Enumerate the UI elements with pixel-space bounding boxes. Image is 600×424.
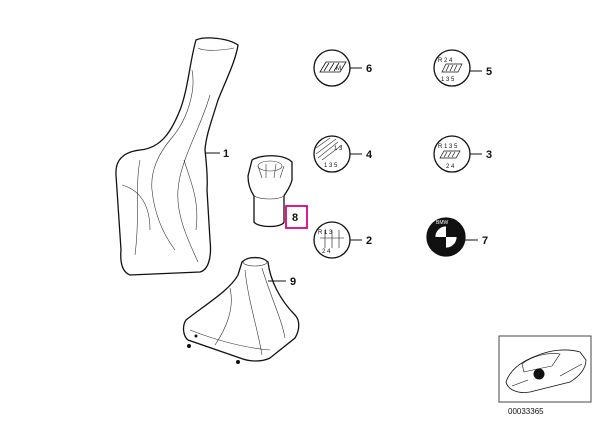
shift-pattern-emblem-4[interactable]: 1 3 1 3 5	[313, 135, 351, 173]
shift-4-top-label: 1 3	[334, 146, 343, 152]
vehicle-location-thumbnail[interactable]: 00033365	[498, 335, 592, 416]
shift-pattern-emblem-2[interactable]: R 1 3 2 4	[313, 221, 351, 259]
callout-8-highlight-box	[285, 205, 308, 229]
shift-pattern-emblem-3[interactable]: R 1 3 5 2 4	[433, 135, 471, 173]
callout-6: 6	[366, 63, 372, 75]
callout-9: 9	[290, 276, 296, 288]
shift-3-bottom-label: 2 4	[446, 164, 455, 170]
callout-7: 7	[482, 235, 488, 247]
inner-boot-part[interactable]	[182, 256, 300, 365]
part-number-label: 00033365	[508, 407, 544, 416]
shift-4-bottom-label: 1 3 5	[324, 163, 338, 169]
shift-5-top-label: R 2 4	[438, 58, 453, 64]
m-logo-letter: M	[336, 66, 341, 72]
shift-5-bottom-label: 1 3 5	[441, 77, 455, 83]
shift-knob-part[interactable]	[247, 155, 293, 228]
callout-8: 8	[292, 212, 298, 224]
callout-5: 5	[486, 66, 492, 78]
callout-1: 1	[223, 148, 229, 160]
m-logo-emblem[interactable]: M	[313, 49, 351, 87]
shift-3-top-label: R 1 3 5	[438, 144, 458, 150]
shift-boot-part[interactable]	[115, 37, 239, 276]
callout-3: 3	[486, 149, 492, 161]
bmw-roundel-emblem[interactable]: BMW	[426, 217, 466, 257]
shift-pattern-emblem-5[interactable]: R 2 4 1 3 5	[433, 49, 471, 87]
callout-4: 4	[366, 149, 373, 161]
shift-2-top-label: R 1 3	[318, 230, 333, 236]
callout-2: 2	[366, 235, 372, 247]
shift-2-bottom-label: 2 4	[322, 249, 331, 255]
bmw-letters: BMW	[436, 220, 449, 226]
